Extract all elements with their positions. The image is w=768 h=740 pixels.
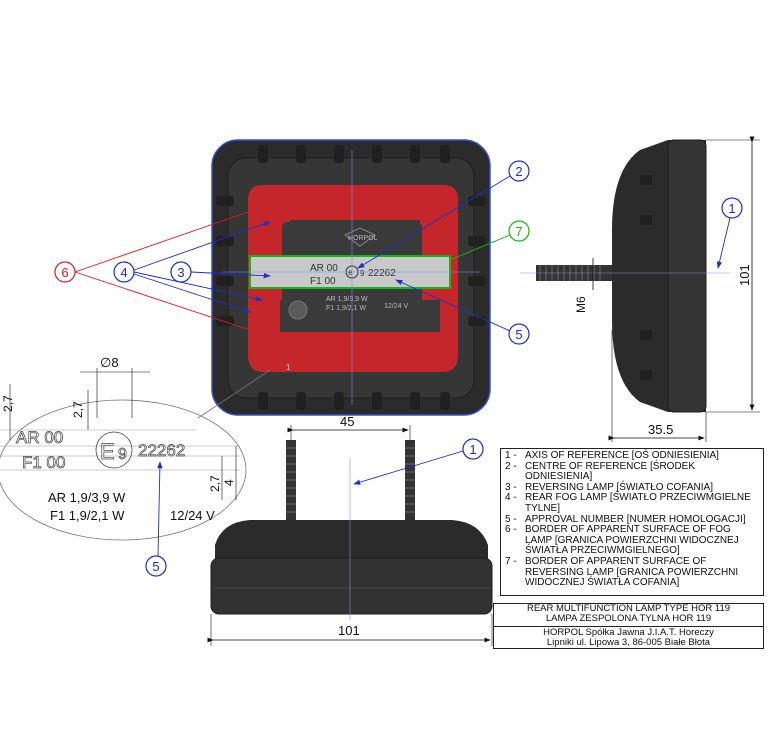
legend-item: 3 -REVERSING LAMP [ŚWIATŁO COFANIA] (505, 481, 714, 493)
svg-text:4: 4 (120, 265, 127, 280)
legend-item: 7 -BORDER OF APPARENT SURFACE OF REVERSI… (505, 555, 739, 589)
callouts: 6 4 3 2 7 5 1 1 5 (54, 160, 743, 577)
detail-dim-27c: 2,7 (208, 475, 222, 492)
title-en: REAR MULTIFUNCTION LAMP TYPE HOR 119 (526, 603, 731, 614)
svg-text:2: 2 (515, 164, 522, 179)
horpol-logo (344, 227, 376, 247)
dim-height: 101 (737, 264, 752, 286)
lamp-line-ar: AR 00 (310, 263, 338, 274)
detail-emark-letter: E (100, 439, 115, 464)
callout-3 (170, 261, 192, 283)
lamp-watt-ar: AR 1,9/3,9 W (326, 296, 368, 303)
callout-7 (508, 220, 530, 242)
lamp-watt-f1: F1 1,9/2,1 W (326, 305, 366, 312)
detail-ar-code: AR 00 (16, 428, 63, 447)
detail-emark-num: 9 (118, 446, 127, 463)
svg-text:5: 5 (152, 559, 159, 574)
legend-item: 5 -APPROVAL NUMBER [NUMER HOMOLOGACJI] (505, 513, 746, 525)
detail-approval: 22262 (138, 441, 185, 460)
detail-dim-4: 4 (222, 479, 236, 486)
lamp-line-f1: F1 00 (310, 276, 336, 287)
svg-text:1: 1 (469, 442, 476, 457)
lamp-emark: e (348, 268, 353, 277)
svg-text:1: 1 (728, 201, 735, 216)
detail-ellipse (0, 399, 247, 541)
detail-emark-circle (95, 431, 133, 469)
legend-item: 2 -CENTRE OF REFERENCE [ŚRODEK ODNIESIEN… (505, 460, 696, 483)
bottom-view: 45 101 (207, 414, 493, 646)
detail-watt-ar: AR 1,9/3,9 W (48, 490, 126, 505)
callout-5 (508, 323, 530, 345)
detail-dim-27a: 2,7 (1, 395, 15, 412)
callout-4 (113, 261, 135, 283)
svg-text:3: 3 (177, 265, 184, 280)
legend: 1 -AXIS OF REFERENCE [OŚ ODNIESIENIA] 2 … (500, 448, 764, 596)
lamp-approval: 22262 (368, 268, 396, 279)
dim-thread: M6 (574, 296, 588, 313)
title-pl: LAMPA ZESPOLONA TYLNA HOR 119 (545, 613, 712, 624)
detail-diameter: ∅8 (100, 355, 119, 370)
legend-item: 6 -BORDER OF APPARENT SURFACE OF FOG LAM… (505, 524, 739, 557)
company-address: Lipniki ul. Lipowa 3, 86-005 Białe Błota (546, 637, 711, 648)
front-view: HORPOL AR 00 F1 00 e 9 22262 AR 1,9/3,9 … (211, 139, 491, 416)
dim-width: 101 (338, 623, 360, 638)
legend-item: 1 -AXIS OF REFERENCE [OŚ ODNIESIENIA] (505, 450, 719, 461)
bottom-housing-body (210, 557, 493, 615)
callout-5-detail (145, 555, 167, 577)
callout-1-bottom (462, 438, 484, 460)
title-block: REAR MULTIFUNCTION LAMP TYPE HOR 119 LAM… (493, 603, 764, 649)
dim-bolt-spacing: 45 (340, 414, 354, 429)
bottom-housing-top (215, 520, 488, 560)
detail-dim-27b: 2,7 (71, 401, 85, 418)
detail-voltage: 12/24 V (170, 508, 215, 523)
svg-text:6: 6 (61, 265, 68, 280)
company-name: HORPOL Spółka Jawna J.I.A.T. Horeczy (543, 627, 714, 638)
svg-text:5: 5 (515, 327, 522, 342)
svg-text:7: 7 (515, 224, 522, 239)
lamp-corner-num: 1 (286, 363, 291, 372)
detail-f1-code: F1 00 (22, 453, 65, 472)
marking-detail: ∅8 2,7 2,7 2,7 4 AR 00 F1 00 E 9 22262 A… (0, 355, 271, 541)
right-bolt (405, 440, 415, 522)
legend-item: 4 -REAR FOG LAMP [ŚWIATŁO PRZECIWMGIELNE… (505, 492, 751, 514)
lamp-voltage: 12/24 V (384, 303, 408, 310)
dim-depth: 35.5 (648, 422, 673, 437)
date-rosette (288, 300, 308, 320)
callout-6 (54, 261, 76, 283)
side-view: M6 101 35.5 (520, 136, 760, 442)
callout-1-side (721, 197, 743, 219)
detail-watt-f1: F1 1,9/2,1 W (50, 508, 125, 523)
left-bolt (286, 440, 296, 522)
lamp-brand: HORPOL (348, 235, 378, 242)
callout-2 (508, 160, 530, 182)
lamp-emark-num: 9 (360, 269, 365, 278)
